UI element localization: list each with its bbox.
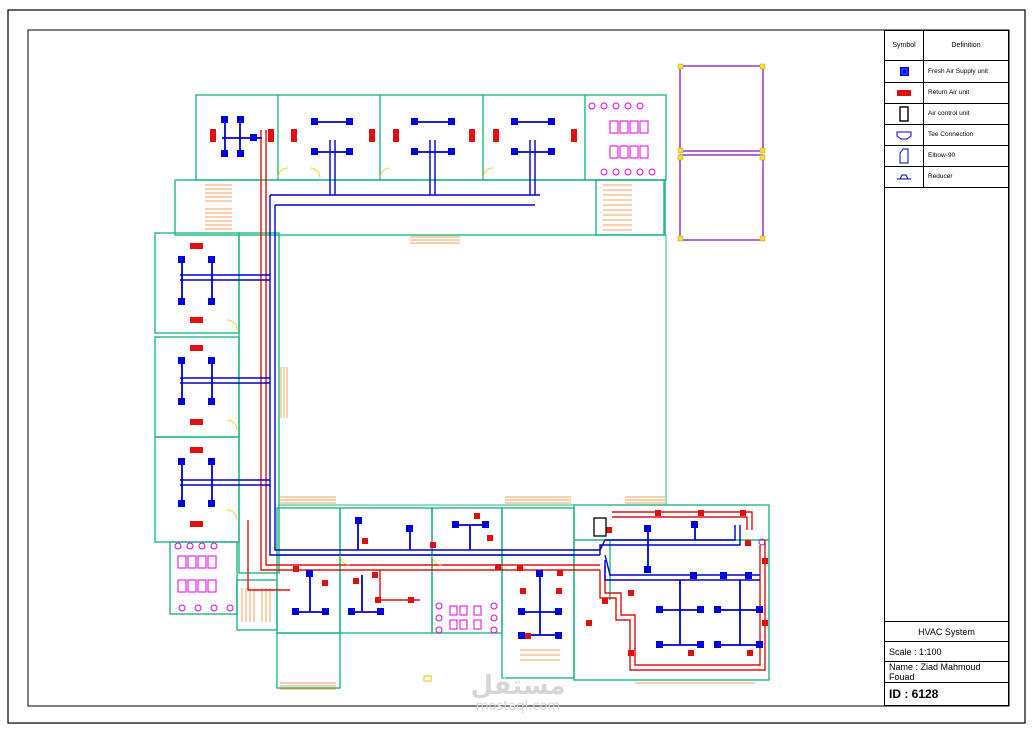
title-block-title: HVAC System — [885, 621, 1008, 641]
legend-label: Return Air unit — [928, 89, 970, 96]
return-air-ducts — [247, 130, 766, 671]
title-block-id: ID : 6128 — [885, 682, 1008, 705]
elbow-icon — [899, 148, 909, 163]
return-air-units — [190, 129, 768, 656]
fresh-air-supply-units — [178, 116, 763, 648]
title-block-name: Name : Ziad Mahmoud Fouad — [885, 661, 1008, 682]
legend-row-tee: Tee Connection — [885, 124, 1008, 146]
air-control-icon — [899, 105, 909, 122]
legend-row-return-air: Return Air unit — [885, 82, 1008, 104]
legend-label: Reducer — [928, 173, 953, 180]
legend-panel: Symbol Definition Fresh Air Supply unit … — [884, 30, 1009, 706]
floor-plan-walls — [154, 94, 770, 689]
door-swings — [226, 167, 494, 566]
fresh-air-supply-ducts — [180, 140, 760, 581]
inner-border — [27, 29, 1010, 707]
air-control-unit — [593, 517, 607, 537]
watermark-latin: mostaql.com — [475, 699, 561, 714]
reducer-icon — [897, 174, 911, 179]
legend-row-fresh-air: Fresh Air Supply unit — [885, 61, 1008, 83]
legend-label: Elbow-90 — [928, 152, 956, 159]
supply-diffuser-branches — [181, 120, 760, 646]
sanitary-fixtures — [174, 102, 766, 634]
legend-row-reducer: Reducer — [885, 166, 1008, 188]
title-block-scale: Scale : 1:100 — [885, 641, 1008, 661]
small-marker — [423, 675, 432, 682]
legend-label: Air control unit — [928, 110, 970, 117]
legend-label: Fresh Air Supply unit — [928, 68, 988, 75]
legend-symbol-header: Symbol — [885, 31, 924, 60]
legend-header: Symbol Definition — [885, 31, 1008, 61]
watermark-arabic: مستقل — [470, 671, 566, 701]
legend-row-elbow: Elbow-90 — [885, 145, 1008, 167]
return-air-icon — [897, 89, 911, 96]
legend-row-air-control: Air control unit — [885, 103, 1008, 125]
detached-room-markers — [677, 63, 766, 242]
tee-connection-icon — [896, 131, 912, 139]
legend-definition-header: Definition — [951, 42, 981, 49]
stairs-hatch — [205, 184, 755, 690]
watermark: مستقل mostaql.com — [448, 672, 588, 714]
fresh-air-supply-icon — [900, 66, 909, 76]
detached-rooms — [679, 65, 764, 241]
outer-border — [7, 9, 1026, 724]
legend-label: Tee Connection — [928, 131, 974, 138]
